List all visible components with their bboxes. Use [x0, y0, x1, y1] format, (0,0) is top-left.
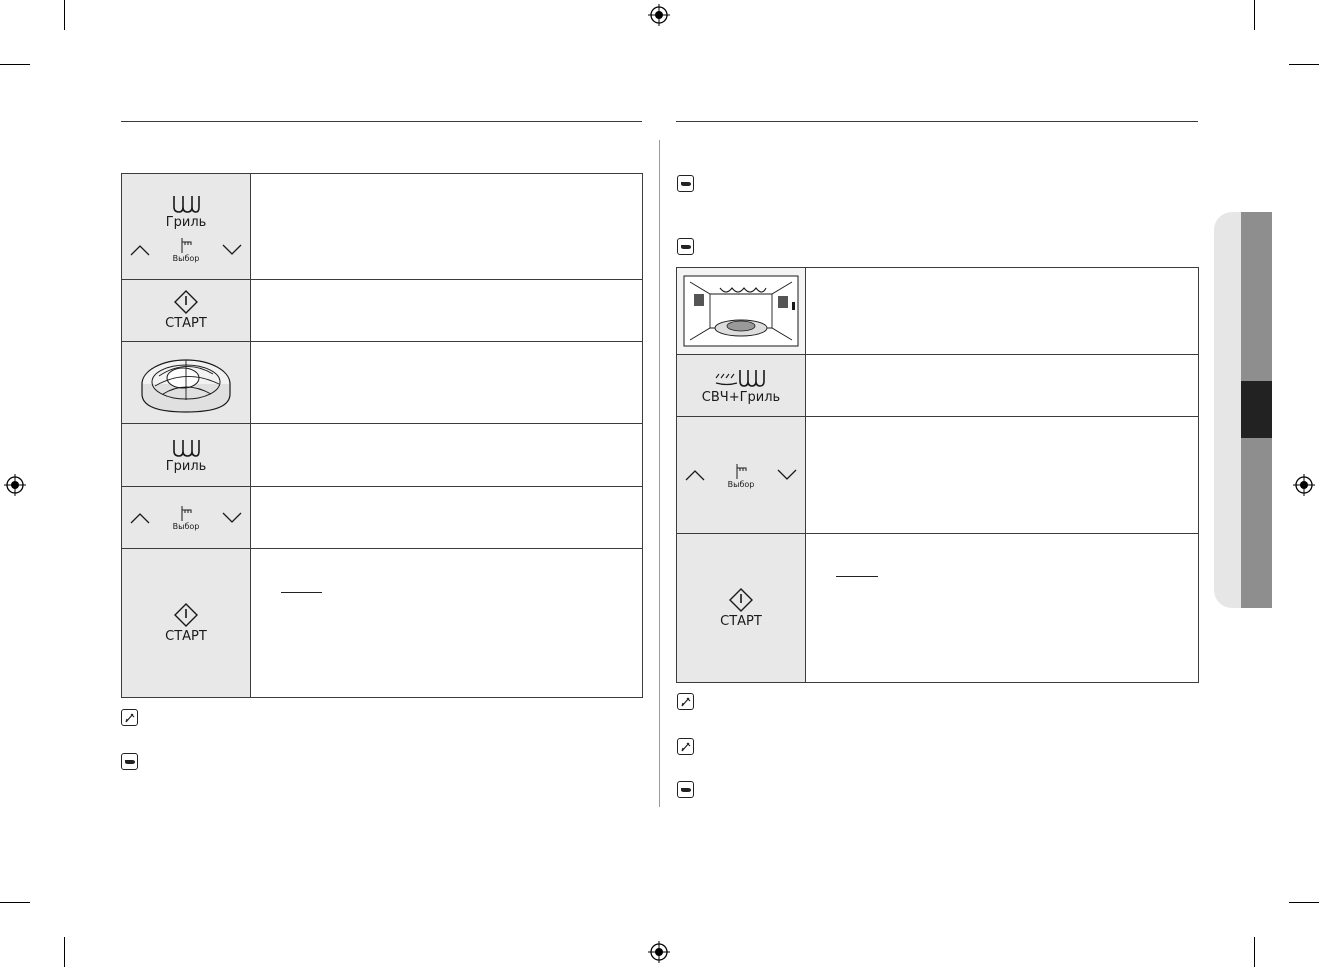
step-icon-cell: Выбор	[121, 486, 251, 549]
grill-icon	[173, 196, 200, 213]
table-row: Выбор	[676, 416, 1199, 534]
note-pencil-icon	[121, 709, 138, 726]
grill-icon	[173, 440, 200, 457]
oven-interior-illustration	[683, 275, 799, 347]
step-icon-cell: СТАРТ	[121, 548, 251, 698]
table-row: СТАРТ	[121, 548, 643, 698]
table-row: СТАРТ	[121, 279, 643, 342]
start-icon[interactable]	[173, 602, 199, 627]
crop-mark	[1289, 902, 1319, 903]
step-text-cell	[805, 267, 1199, 355]
rack-dish-illustration	[141, 358, 231, 413]
column-divider	[659, 140, 660, 807]
step-text-cell	[805, 533, 1199, 683]
crop-mark	[0, 902, 30, 903]
important-hand-icon	[677, 781, 694, 798]
table-row: Гриль	[121, 423, 643, 487]
step-icon-cell: СТАРТ	[676, 533, 806, 683]
crop-mark	[64, 937, 65, 967]
crop-mark	[1254, 937, 1255, 967]
step-text-cell	[250, 486, 643, 549]
right-header-rule	[676, 121, 1198, 122]
table-row: Выбор	[121, 486, 643, 549]
crop-mark	[64, 0, 65, 30]
start-label: СТАРТ	[165, 628, 207, 644]
table-row	[676, 267, 1199, 355]
side-tab-background	[1214, 212, 1241, 608]
registration-mark-icon	[1293, 474, 1315, 496]
registration-mark-icon	[648, 4, 670, 26]
step-text-cell	[805, 416, 1199, 534]
note-pencil-icon	[677, 738, 694, 755]
chevron-up-icon[interactable]	[685, 469, 705, 481]
select-label: Выбор	[172, 254, 200, 263]
registration-mark-icon	[4, 474, 26, 496]
underline-mark	[281, 592, 322, 593]
select-label: Выбор	[172, 522, 200, 531]
select-finger-icon[interactable]	[179, 504, 193, 522]
select-label: Выбор	[727, 479, 755, 489]
grill-label: Гриль	[165, 215, 207, 230]
step-text-cell	[250, 423, 643, 487]
crop-mark	[1289, 64, 1319, 65]
chevron-down-icon[interactable]	[777, 469, 797, 481]
step-icon-cell: Гриль	[121, 423, 251, 487]
micro-grill-label: СВЧ+Гриль	[701, 390, 781, 405]
table-row: СТАРТ	[676, 533, 1199, 683]
chevron-up-icon[interactable]	[130, 244, 150, 256]
step-text-cell	[250, 279, 643, 342]
micro-grill-icon	[715, 370, 765, 387]
step-text-cell	[805, 354, 1199, 417]
left-header-rule	[121, 121, 642, 122]
table-row: Гриль Выбор	[121, 173, 643, 280]
underline-mark	[836, 576, 878, 577]
table-row: СВЧ+Гриль	[676, 354, 1199, 417]
step-icon-cell	[121, 341, 251, 424]
step-icon-cell: СВЧ+Гриль	[676, 354, 806, 417]
step-text-cell	[250, 341, 643, 424]
step-icon-cell: СТАРТ	[121, 279, 251, 342]
select-finger-icon[interactable]	[734, 462, 748, 480]
crop-mark	[0, 64, 30, 65]
step-icon-cell: Выбор	[676, 416, 806, 534]
important-hand-icon	[677, 175, 694, 192]
left-steps-table: Гриль Выбор СТАРТ	[121, 173, 643, 698]
chevron-down-icon[interactable]	[222, 244, 242, 256]
table-row	[121, 341, 643, 424]
note-pencil-icon	[677, 693, 694, 710]
start-label: СТАРТ	[720, 613, 762, 629]
chevron-up-icon[interactable]	[130, 512, 150, 524]
important-hand-icon	[677, 238, 694, 255]
select-finger-icon[interactable]	[179, 236, 193, 254]
step-text-cell	[250, 548, 643, 698]
crop-mark	[1254, 0, 1255, 30]
start-icon[interactable]	[173, 290, 199, 314]
important-hand-icon	[121, 753, 138, 770]
chevron-down-icon[interactable]	[222, 512, 242, 524]
registration-mark-icon	[648, 941, 670, 963]
side-tab-active	[1241, 381, 1272, 438]
right-steps-table: СВЧ+Гриль Выбор СТАРТ	[676, 267, 1199, 683]
step-text-cell	[250, 173, 643, 280]
start-label: СТАРТ	[165, 316, 207, 331]
step-icon-cell	[676, 267, 806, 355]
start-icon[interactable]	[728, 587, 754, 612]
grill-label: Гриль	[165, 459, 207, 474]
step-icon-cell: Гриль Выбор	[121, 173, 251, 280]
